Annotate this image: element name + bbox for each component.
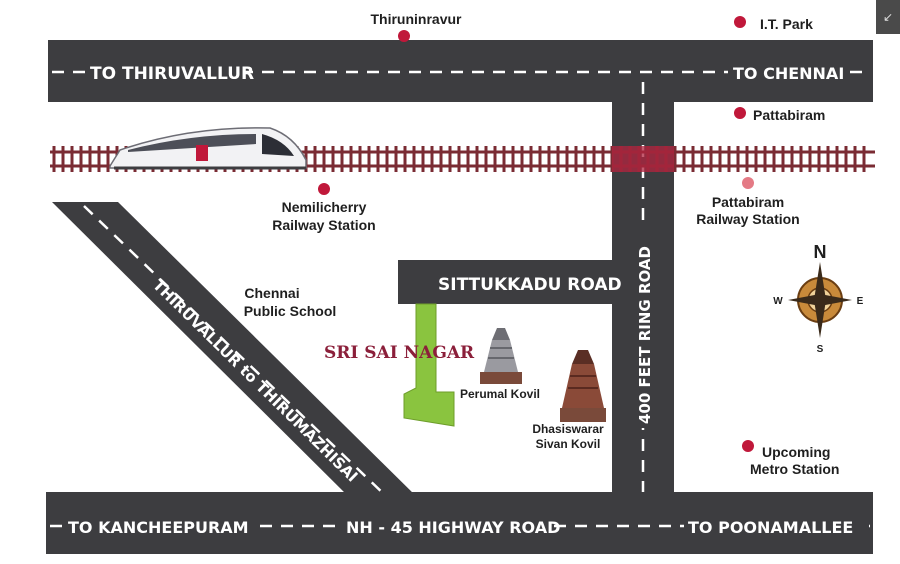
label-pattabiram-station-line1: Pattabiram [712, 194, 784, 210]
label-nemilicherry-line2: Railway Station [272, 217, 375, 233]
road-label-to-thiruvallur: TO THIRUVALLUR [90, 64, 254, 84]
compass-s: S [817, 344, 824, 355]
compass-rose-icon [788, 262, 852, 338]
road-label-sittukkadu: SITTUKKADU ROAD [438, 275, 622, 295]
site-plot[interactable] [403, 303, 455, 427]
label-nemilicherry-line1: Nemilicherry [282, 199, 367, 215]
rail-crossing [612, 146, 674, 172]
label-pattabiram-station-line2: Railway Station [696, 211, 799, 227]
label-perumal-kovil: Perumal Kovil [460, 387, 540, 401]
sivan-temple-icon [560, 350, 606, 422]
marker-it-park[interactable] [734, 16, 746, 28]
label-it-park: I.T. Park [760, 16, 813, 32]
road-label-ring-road: 400 FEET RING ROAD [636, 246, 654, 424]
compass-n: N [814, 242, 827, 262]
label-bg [728, 60, 842, 84]
label-bg [86, 60, 244, 84]
label-sivan-kovil-line2: Sivan Kovil [536, 437, 601, 451]
label-school-line1: Chennai [244, 285, 299, 301]
marker-thiruninravur[interactable] [398, 30, 410, 42]
site-name: SRI SAI NAGAR [324, 343, 475, 363]
train-icon [109, 127, 307, 170]
expand-icon[interactable]: ↙ [883, 10, 893, 24]
label-bg [64, 514, 256, 538]
road-label-to-poonamallee: TO POONAMALLEE [688, 518, 853, 537]
label-sivan-kovil-line1: Dhasiswarar [532, 422, 604, 436]
compass-e: E [857, 296, 864, 307]
label-thiruninravur: Thiruninravur [370, 11, 462, 27]
road-label-nh45: NH - 45 HIGHWAY ROAD [346, 518, 560, 537]
marker-nemilicherry[interactable] [318, 183, 330, 195]
label-bg [342, 514, 546, 538]
road-label-to-kancheepuram: TO KANCHEEPURAM [68, 518, 249, 537]
road-label-to-chennai: TO CHENNAI [733, 64, 844, 83]
label-metro-line2: Metro Station [750, 461, 839, 477]
marker-pattabiram[interactable] [734, 107, 746, 119]
perumal-temple-icon [480, 328, 522, 384]
label-bg [634, 228, 654, 428]
label-pattabiram: Pattabiram [753, 107, 825, 123]
sittukkadu-road [398, 260, 614, 304]
corner-tab[interactable] [876, 0, 900, 34]
marker-pattabiram-station[interactable] [742, 177, 754, 189]
label-bg [684, 514, 862, 538]
compass-w: W [773, 296, 783, 307]
label-school-line2: Public School [244, 303, 337, 319]
marker-metro[interactable] [742, 440, 754, 452]
label-metro-line1: Upcoming [762, 444, 830, 460]
diagonal-road-dash [83, 205, 389, 499]
